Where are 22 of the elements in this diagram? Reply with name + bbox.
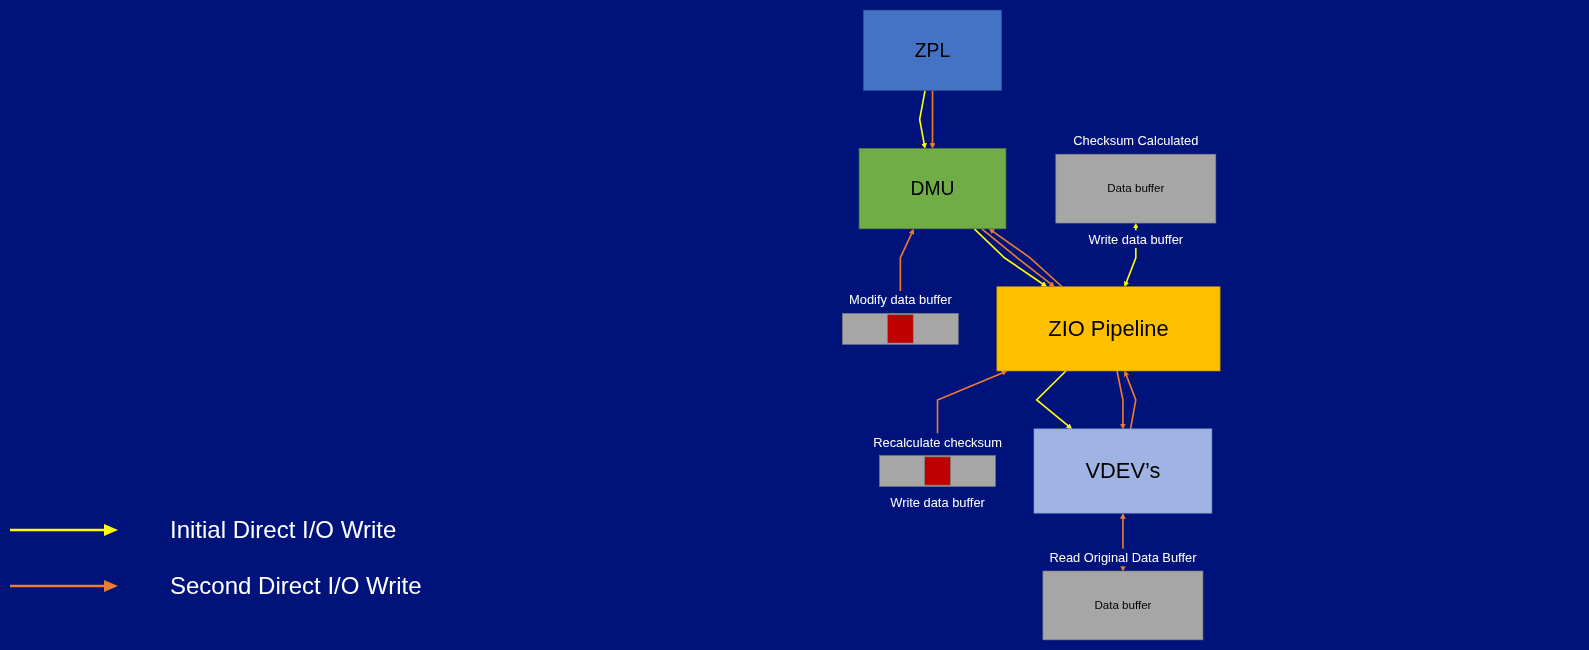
node-box: ZIO Pipeline [996,286,1221,372]
caption-text: Modify data buffer [849,292,952,308]
arrow [929,89,936,149]
legend-text: Initial Direct I/O Write [170,516,397,544]
arrow [981,228,1055,287]
caption-text: Checksum Calculated [1073,133,1199,149]
arrow [1035,370,1073,430]
arrow [989,228,1063,288]
caption-text: Read Original Data Buffer [1049,550,1197,566]
arrow [1123,370,1137,430]
caption-text: Write data buffer [890,495,985,511]
caption-text: Recalculate checksum [873,434,1002,450]
arrow [1116,370,1126,430]
node-box: DMU [858,148,1007,230]
node-box: Data buffer [1042,570,1204,641]
caption-text: Write data buffer [1088,231,1184,247]
node-box: ZPL [863,9,1002,91]
legend-text: Second Direct I/O Write [170,572,422,600]
arrow [918,89,927,149]
arrow [973,228,1048,287]
node-box: VDEV’s [1033,428,1213,514]
node-box: Data buffer [1055,153,1217,224]
